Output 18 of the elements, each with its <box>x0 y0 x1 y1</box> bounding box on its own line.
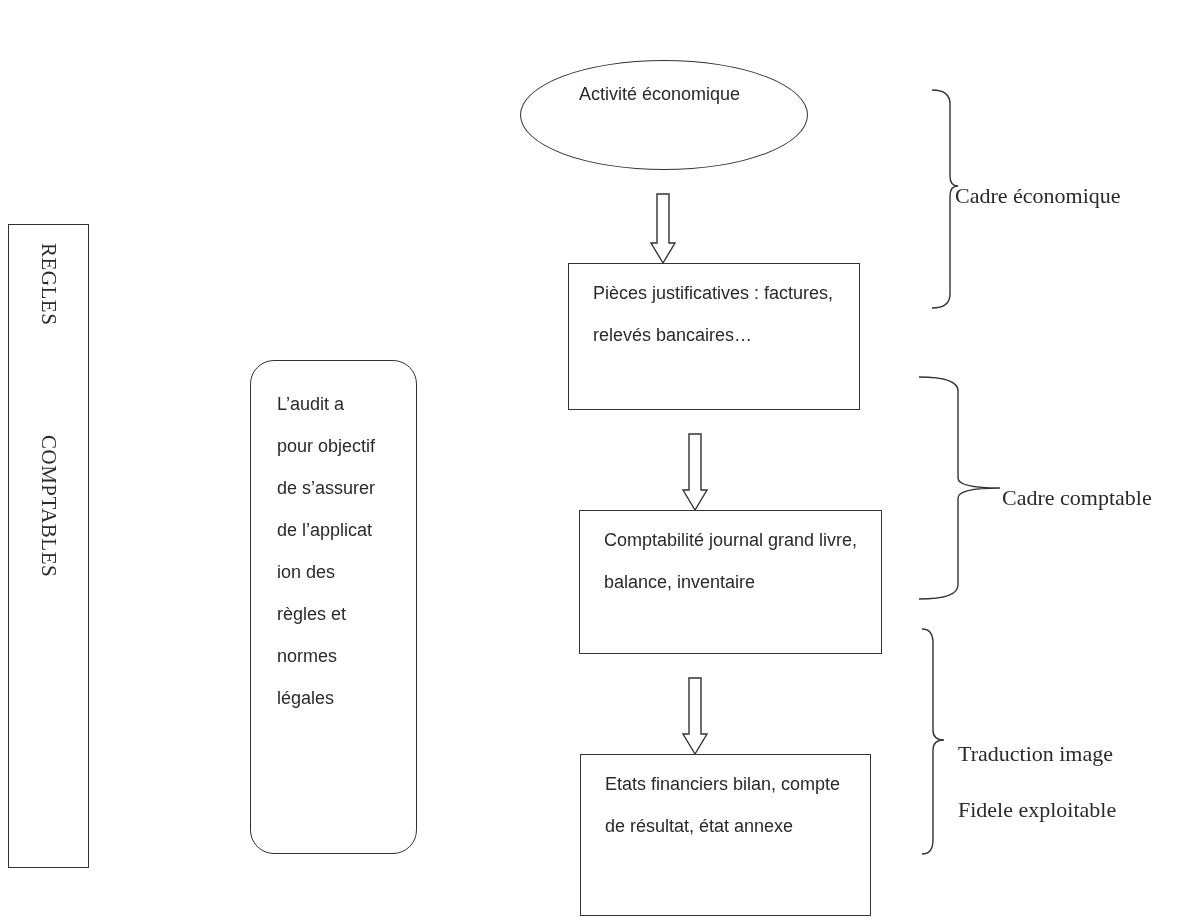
hollow-arrow <box>681 677 709 756</box>
hollow-arrow <box>649 193 677 265</box>
process-box <box>580 754 871 916</box>
bracket-label: Traduction image Fidele exploitable <box>958 740 1118 824</box>
bracket-label: Cadre économique <box>955 182 1122 210</box>
bracket-label: Cadre comptable <box>1002 484 1153 512</box>
vertical-text: COMPTABLES <box>38 435 59 578</box>
process-box <box>579 510 882 654</box>
node-text: Etats financiers bilan, compte de résultat, état annexe <box>605 774 841 836</box>
side-band <box>8 224 89 868</box>
node-text: Pièces justificatives : factures, relevés bancaires… <box>593 283 834 345</box>
process-box <box>568 263 860 410</box>
node-text: Activité économique <box>579 84 741 104</box>
node-text: L’audit a pour objectif de s’assurer de l’applicat ion des règles et normes légales <box>277 393 377 710</box>
vertical-text: REGLES <box>38 243 59 326</box>
node-text: Comptabilité journal grand livre, balance, inventaire <box>604 530 858 592</box>
hollow-arrow <box>681 433 709 512</box>
note-box <box>250 360 417 854</box>
